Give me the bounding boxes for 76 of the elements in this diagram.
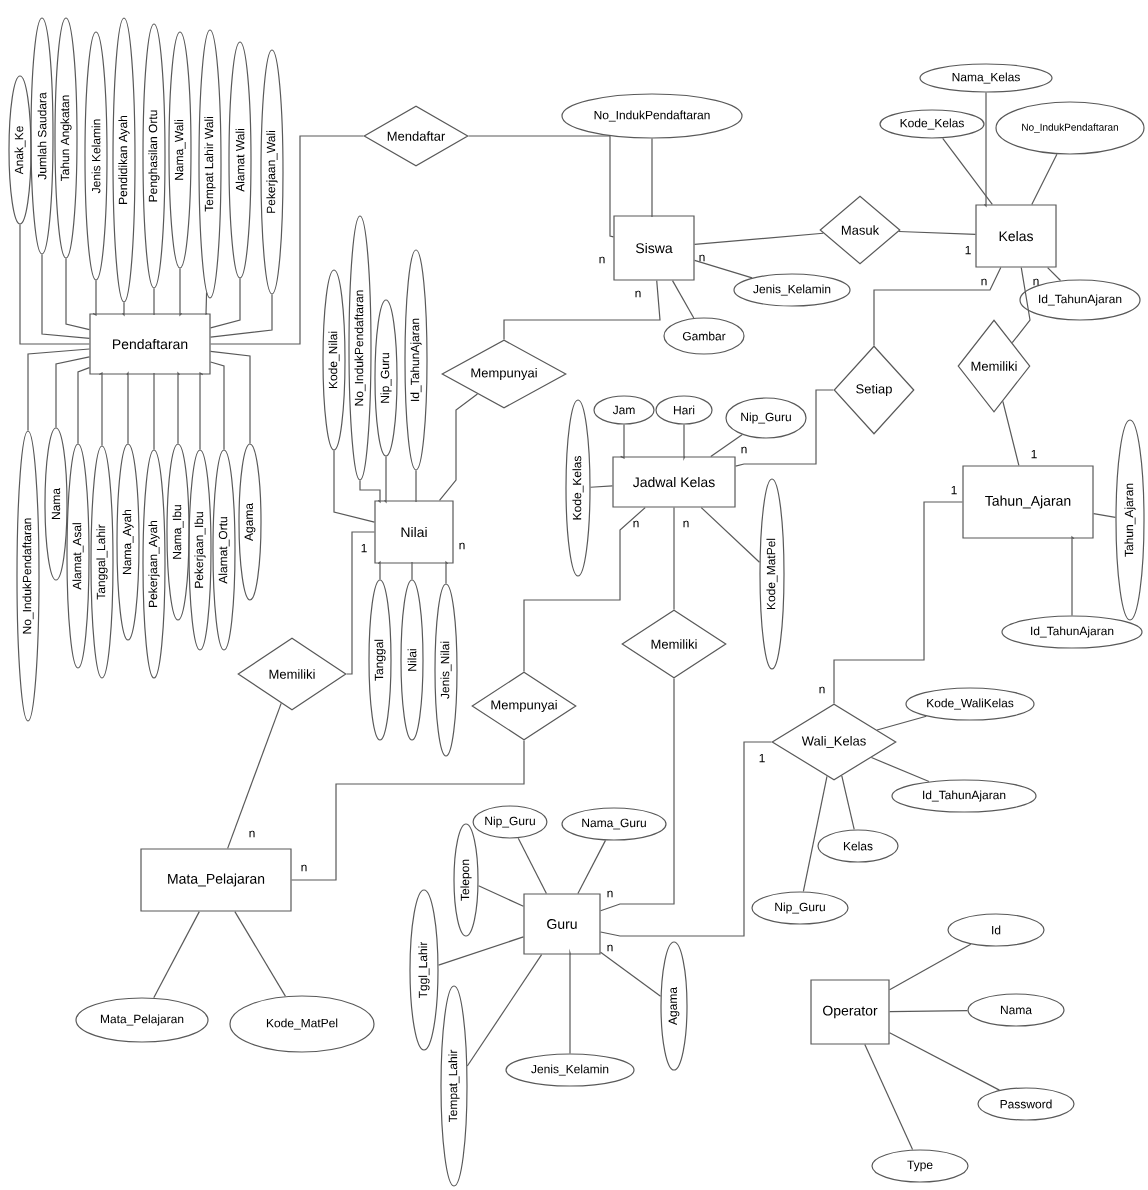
connector-line: [199, 371, 204, 450]
connector-line: [889, 943, 972, 991]
connector-line: [92, 280, 97, 316]
connector-line: [523, 507, 646, 672]
connector-line: [590, 485, 613, 488]
connector-line: [177, 371, 181, 444]
connector-line: [346, 531, 375, 675]
connector-line: [179, 268, 183, 317]
connector-line: [55, 356, 90, 428]
connector-line: [41, 254, 90, 339]
connector-line: [445, 560, 449, 584]
connector-line: [210, 361, 225, 450]
connector-line: [234, 911, 286, 997]
connector-line: [651, 138, 653, 218]
connector-line: [870, 756, 930, 783]
connector-line: [126, 371, 129, 444]
connector-line: [438, 393, 479, 501]
connector-line: [153, 372, 155, 450]
connector-line: [671, 280, 695, 319]
connector-line: [833, 501, 963, 704]
connector-line: [1093, 513, 1116, 519]
connector-line: [873, 267, 1002, 346]
connector-line: [1011, 267, 1031, 344]
connector-line: [205, 292, 208, 316]
connector-line: [864, 1044, 914, 1151]
connector-line: [683, 424, 686, 461]
connector-line: [700, 507, 761, 563]
connector-line: [19, 224, 90, 345]
connector-line: [153, 911, 200, 999]
connector-line: [153, 288, 155, 316]
connector-line: [983, 92, 987, 208]
connector-line: [620, 424, 625, 459]
connector-line: [415, 470, 417, 503]
connector-line: [210, 278, 241, 329]
connector-line: [673, 507, 675, 610]
connector-line: [477, 885, 524, 907]
connector-line: [77, 366, 90, 444]
connector-line: [411, 561, 413, 580]
connector-line: [876, 715, 927, 731]
connector-line: [98, 371, 103, 446]
connector-line: [291, 740, 525, 881]
connector-line: [359, 480, 381, 504]
connector-line: [65, 258, 90, 331]
connector-line: [517, 837, 547, 894]
connector-line: [889, 1032, 1001, 1091]
connector-line: [600, 951, 662, 997]
connector-line: [600, 678, 675, 912]
connector-line: [121, 302, 125, 317]
connector-line: [210, 350, 251, 444]
connector-line: [437, 936, 524, 966]
connector-line: [889, 1010, 969, 1013]
connector-line: [466, 954, 543, 1067]
connector-line: [898, 230, 976, 236]
connector-line: [333, 450, 375, 523]
connector-line: [735, 389, 834, 467]
connector-line: [210, 294, 273, 338]
connector-line: [227, 702, 282, 849]
connector-line: [710, 434, 743, 457]
connector-line: [600, 741, 772, 937]
connector-line: [503, 280, 661, 340]
connector-line: [210, 135, 364, 345]
connector-line: [569, 948, 572, 1054]
connector-line: [383, 456, 387, 504]
connector-line: [694, 259, 753, 279]
connector-line: [841, 775, 855, 831]
connector-line: [1002, 400, 1020, 466]
connector-line: [1047, 267, 1062, 282]
connector-line: [468, 135, 614, 238]
connector-line: [27, 348, 90, 431]
connector-line: [694, 232, 824, 246]
connector-line: [802, 775, 828, 893]
connector-line: [577, 839, 607, 894]
connector-line: [1071, 535, 1075, 616]
connector-line: [942, 137, 993, 205]
connector-line: [1031, 153, 1058, 205]
connector-line: [377, 560, 381, 580]
